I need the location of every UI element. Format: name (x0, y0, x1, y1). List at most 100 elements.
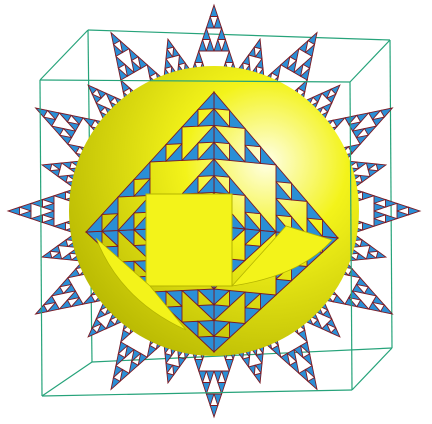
fractal-cell (244, 244, 262, 262)
fractal-cell (196, 124, 215, 144)
fractal-cell (351, 127, 366, 139)
fractal-cell (146, 344, 158, 359)
fractal-cell (217, 26, 227, 40)
fractal-cell (105, 92, 116, 103)
fractal-cell (359, 239, 372, 248)
fractal-cell (213, 38, 223, 52)
fractal-cell (302, 353, 313, 367)
fractal-cell (91, 318, 102, 329)
fractal-cell (322, 102, 333, 113)
fractal-cell (312, 319, 323, 330)
fractal-cell (91, 93, 102, 104)
fractal-cell (60, 161, 73, 170)
fractal-cell (164, 125, 183, 146)
fractal-cell (286, 59, 298, 74)
fractal-cell (96, 323, 107, 334)
fractal-cell (330, 84, 341, 95)
fractal-cell (213, 393, 223, 407)
fractal-cell (224, 359, 234, 373)
fractal-cell (116, 178, 135, 198)
fractal-cell (367, 109, 382, 121)
fractal-cell (322, 309, 333, 320)
fractal-cell (221, 38, 230, 52)
fractal-cell (194, 359, 204, 373)
fractal-cell (275, 180, 293, 201)
fractal-cell (41, 202, 55, 212)
fractal-cell (96, 88, 107, 99)
fractal-cell (112, 43, 124, 58)
fractal-cell (81, 294, 96, 305)
fractal-cell (355, 134, 370, 145)
fractal-cell (112, 364, 124, 379)
fractal-cell (254, 362, 263, 375)
fractal-cell (205, 15, 215, 29)
fractal-cell (196, 288, 215, 306)
fractal-cell (56, 174, 69, 183)
cube-edge (87, 29, 391, 41)
fractal-cell (198, 38, 207, 52)
fractal-cell (289, 360, 300, 375)
fractal-cell (373, 195, 387, 204)
fractal-cell (62, 127, 77, 139)
fractal-cell (41, 195, 55, 204)
fractal-cell (205, 393, 215, 407)
fractal-cell (130, 59, 142, 74)
fractal-cell (40, 163, 53, 172)
fractal-cell (355, 277, 370, 288)
fractal-cell (270, 63, 282, 78)
fractal-cell (148, 143, 167, 163)
fractal-cell (124, 345, 135, 359)
fractal-cell (253, 372, 262, 385)
fractal-cell (172, 364, 181, 377)
fractal-cell (84, 213, 103, 233)
fractal-cell (351, 283, 366, 295)
fractal-cell (209, 405, 219, 419)
fractal-cell (46, 301, 61, 313)
fractal-cell (254, 47, 263, 60)
fractal-cell (81, 117, 96, 128)
fractal-cell (385, 198, 399, 208)
fractal-cell (180, 320, 199, 339)
fractal-cell (242, 53, 251, 66)
fractal-cell (48, 244, 61, 253)
fractal-cell (46, 109, 61, 121)
fractal-cell (396, 202, 410, 212)
cube-edge (349, 81, 353, 391)
fractal-cell (209, 3, 219, 17)
fractal-cell (52, 191, 66, 201)
fractal-cell (229, 290, 247, 308)
fractal-cell (177, 53, 186, 66)
fractal-cell (50, 125, 65, 136)
fractal-cell (363, 286, 378, 297)
fractal-cell (297, 78, 308, 93)
fractal-cell (373, 210, 387, 220)
fractal-cell (41, 218, 55, 227)
fractal-cell (115, 55, 126, 69)
sphere-facet-center (145, 193, 233, 287)
fractal-cell (298, 368, 309, 383)
fractal-cell (196, 107, 215, 127)
fractal-cell (260, 230, 278, 248)
fractal-cell (299, 341, 311, 356)
fractal-cell (375, 163, 388, 172)
fractal-cell (132, 177, 151, 197)
fractal-cell (110, 31, 121, 46)
fractal-cell (373, 218, 387, 227)
fractal-cell (362, 191, 376, 201)
fractal-cell (280, 352, 291, 367)
fractal-cell (244, 228, 262, 246)
fractal-cell (385, 214, 399, 224)
fractal-cell (293, 63, 304, 77)
fractal-cell (365, 162, 378, 171)
fractal-cell (224, 49, 234, 63)
fractal-cell (244, 194, 262, 215)
fractal-cell (205, 370, 215, 384)
fractal-cell (371, 116, 386, 127)
fractal-cell (196, 141, 215, 161)
fractal-cell (379, 107, 394, 118)
fractal-cell (229, 176, 247, 197)
fractal-cell (198, 370, 207, 384)
fractal-cell (87, 84, 98, 95)
fractal-cell (115, 353, 126, 367)
fractal-cell (280, 55, 291, 70)
